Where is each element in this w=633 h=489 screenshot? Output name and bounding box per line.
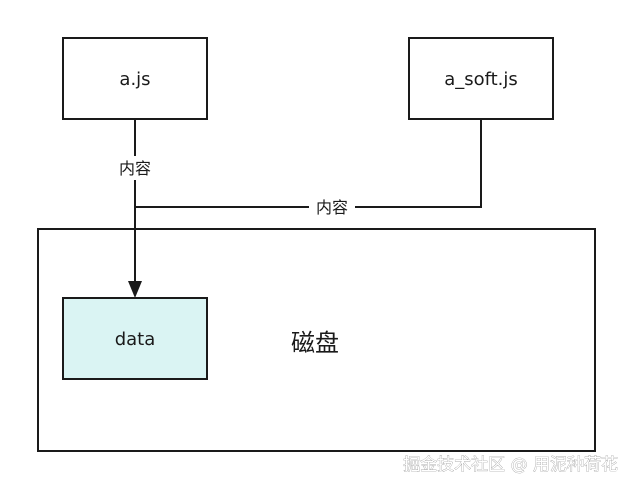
edge-label-bg-left	[112, 156, 158, 180]
edge-label-left: 内容	[119, 159, 151, 178]
edge-label-bg-right	[309, 196, 355, 218]
edge-label-right: 内容	[316, 198, 348, 217]
data-box	[62, 297, 208, 380]
a-soft-js-label: a_soft.js	[444, 69, 518, 90]
a-js-box	[62, 37, 208, 120]
a-soft-to-a-connector	[135, 120, 482, 208]
arrowhead-icon	[128, 281, 142, 298]
a-js-label: a.js	[119, 69, 150, 90]
watermark-text: 掘金技术社区 @ 用泥种荷花	[403, 455, 618, 475]
a-soft-js-box	[408, 37, 554, 120]
data-label: data	[115, 329, 156, 350]
disk-label: 磁盘	[291, 329, 339, 357]
